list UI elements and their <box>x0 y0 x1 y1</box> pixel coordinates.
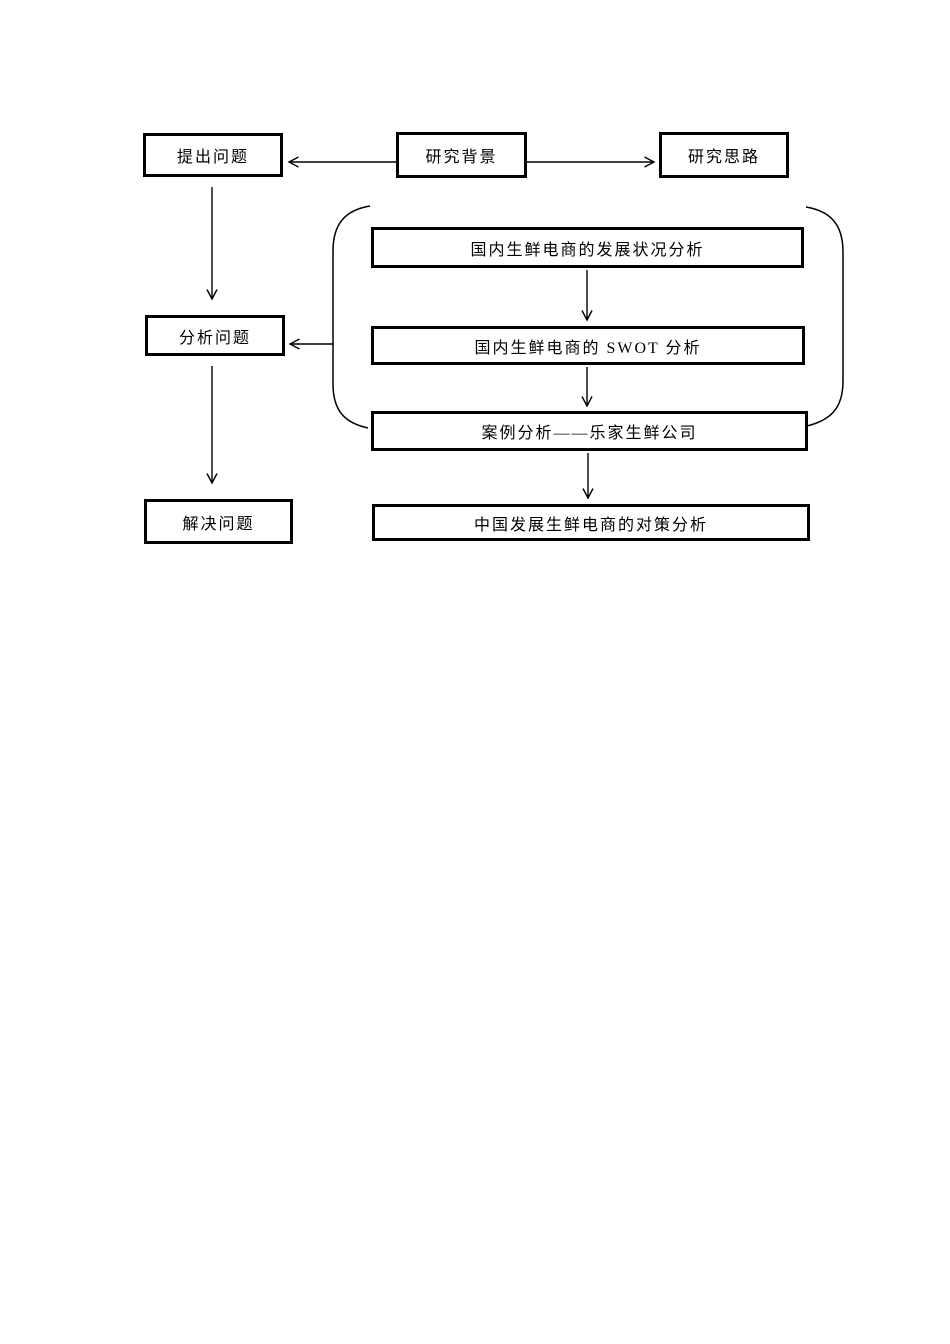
node-development-status-analysis: 国内生鲜电商的发展状况分析 <box>371 227 804 268</box>
node-countermeasures-analysis: 中国发展生鲜电商的对策分析 <box>372 504 810 541</box>
group-brace-right <box>805 206 844 427</box>
node-solve-problem: 解决问题 <box>144 499 293 544</box>
node-research-approach: 研究思路 <box>659 132 789 178</box>
node-propose-problem: 提出问题 <box>143 133 283 177</box>
group-brace-left <box>332 205 371 429</box>
node-case-study: 案例分析——乐家生鲜公司 <box>371 411 808 451</box>
node-swot-analysis: 国内生鲜电商的 SWOT 分析 <box>371 326 805 365</box>
node-research-background: 研究背景 <box>396 132 527 178</box>
node-analyze-problem: 分析问题 <box>145 315 285 356</box>
